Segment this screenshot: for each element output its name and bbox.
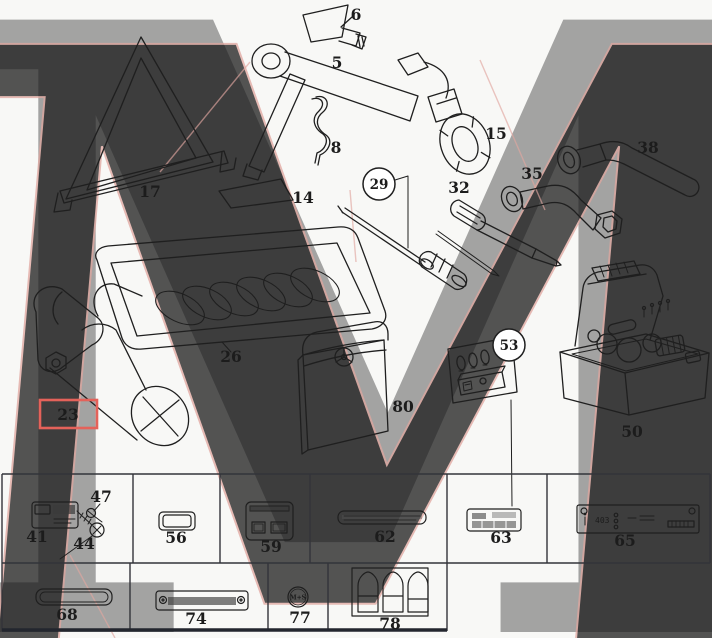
spring-bracket-drawing <box>311 95 331 166</box>
parts-table <box>1 473 711 632</box>
table-label-47[interactable]: 47 <box>90 487 112 506</box>
table-cell-56[interactable] <box>133 474 220 563</box>
part-label-26[interactable]: 26 <box>220 347 242 366</box>
tool-pouch-drawing <box>297 320 389 455</box>
jack-drawing <box>242 43 463 181</box>
tool-roll-drawing <box>95 226 387 353</box>
vent-grille-78-drawing <box>351 567 429 617</box>
callout-label-53[interactable]: 53 <box>500 338 519 354</box>
plate-65-marking: 403 <box>595 516 610 525</box>
ms-badge-77-drawing <box>287 586 309 608</box>
part-label-6[interactable]: 6 <box>351 5 362 24</box>
callout-circle-29[interactable] <box>362 167 396 201</box>
table-label-63[interactable]: 63 <box>490 528 512 547</box>
socket-wrench-drawing <box>556 140 700 198</box>
table-label-77[interactable]: 77 <box>289 608 311 627</box>
plate-41-drawing <box>31 501 79 529</box>
lug-wrench-drawing <box>500 184 623 239</box>
part-label-17[interactable]: 17 <box>139 182 161 201</box>
part-label-15[interactable]: 15 <box>485 124 507 143</box>
bulb-kit-box-drawing <box>559 260 710 416</box>
bulb-panel-drawing <box>447 336 518 507</box>
highlighted-part-23[interactable]: 23 <box>38 398 99 430</box>
funnel-drawing <box>302 4 367 50</box>
part-label-38[interactable]: 38 <box>637 138 659 157</box>
ms-badge-text: M+S <box>290 595 306 602</box>
sill-strip-68-drawing <box>35 588 113 606</box>
driver-drawing <box>435 199 562 277</box>
table-label-62[interactable]: 62 <box>374 527 396 546</box>
plate-59-drawing <box>245 501 294 541</box>
part-label-35[interactable]: 35 <box>521 164 543 183</box>
screw-44-drawing <box>59 510 105 560</box>
warning-triangle-drawing <box>53 36 237 213</box>
table-label-44[interactable]: 44 <box>73 534 95 553</box>
part-label-5[interactable]: 5 <box>332 53 343 72</box>
badge-56-drawing <box>158 511 196 531</box>
screwdriver-drawing <box>337 175 468 291</box>
table-label-41[interactable]: 41 <box>26 527 48 546</box>
part-label-32[interactable]: 32 <box>448 178 470 197</box>
part-label-80[interactable]: 80 <box>392 397 414 416</box>
pad-drawing <box>218 178 294 209</box>
trim-strip-62-drawing <box>337 510 427 525</box>
table-label-74[interactable]: 74 <box>185 609 207 628</box>
wheel-nut-cap-drawing <box>439 113 491 175</box>
table-label-56[interactable]: 56 <box>165 528 187 547</box>
data-plate-65-drawing <box>576 504 700 534</box>
table-label-65[interactable]: 65 <box>614 531 636 550</box>
callout-label-29[interactable]: 29 <box>370 177 389 193</box>
table-label-68[interactable]: 68 <box>56 605 78 624</box>
table-label-59[interactable]: 59 <box>260 537 282 556</box>
watermark-red-lines <box>69 59 546 638</box>
part-label-14[interactable]: 14 <box>292 188 314 207</box>
plate-63-drawing <box>466 508 522 532</box>
part-label-23[interactable]: 23 <box>57 405 79 424</box>
screw-47-drawing <box>85 503 103 523</box>
mercedes-star-icon <box>334 347 354 367</box>
towing-eye-bag-drawing <box>33 283 190 447</box>
callout-circle-53[interactable] <box>492 328 526 362</box>
part-label-8[interactable]: 8 <box>331 138 342 157</box>
table-cell-63[interactable] <box>447 474 547 563</box>
highlight-box[interactable] <box>38 398 99 430</box>
table-label-78[interactable]: 78 <box>379 614 401 633</box>
scuff-plate-74-drawing <box>155 590 249 611</box>
part-label-50[interactable]: 50 <box>621 422 643 441</box>
